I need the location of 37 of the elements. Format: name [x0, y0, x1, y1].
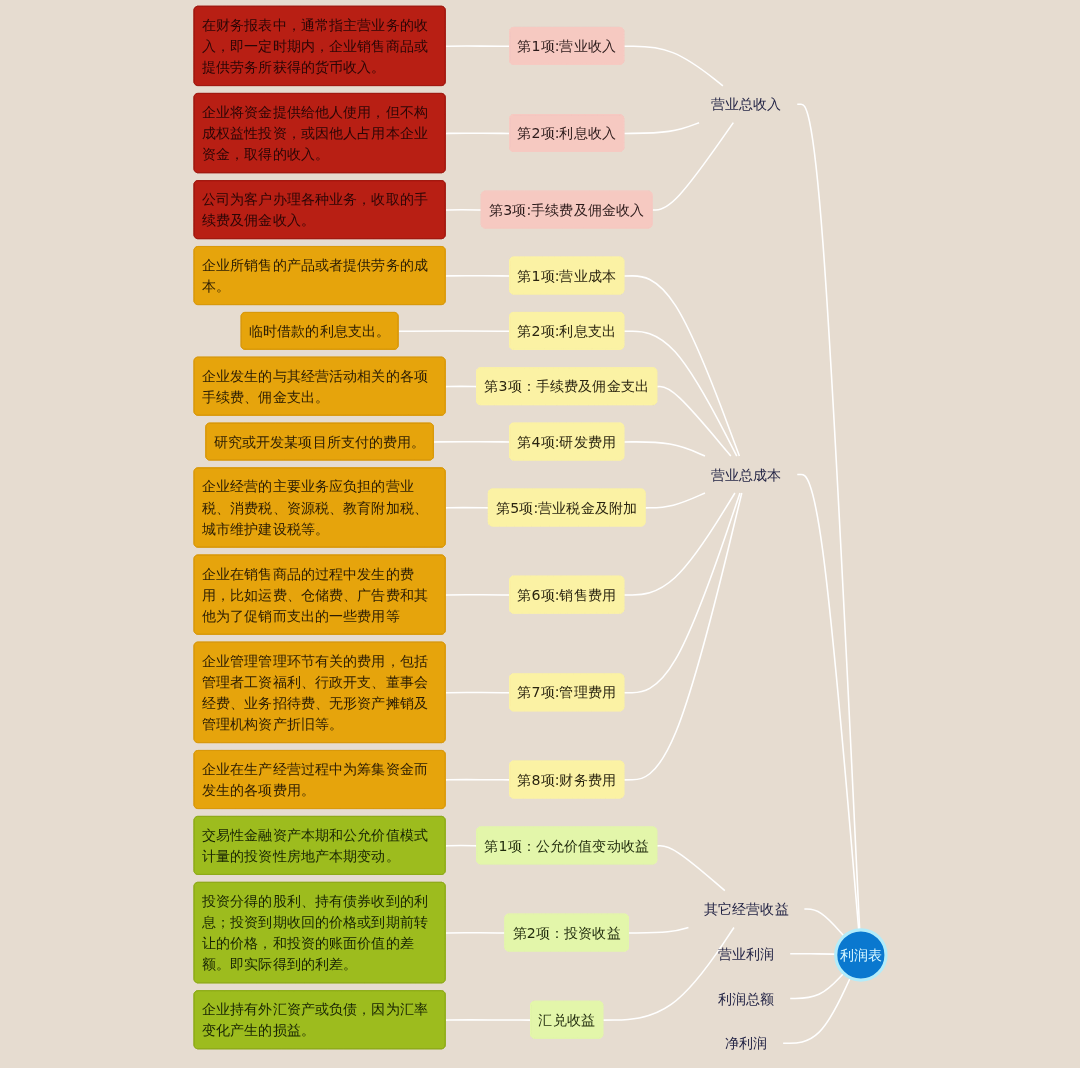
- connector: [623, 441, 706, 457]
- node-text: 利润总额: [717, 990, 775, 1007]
- connector: [623, 492, 736, 596]
- connector: [782, 976, 852, 1045]
- connector: [444, 274, 511, 277]
- node-text: 营业利润: [717, 945, 775, 963]
- connector: [656, 844, 726, 892]
- connector: [444, 844, 478, 847]
- connector: [651, 121, 735, 211]
- connector: [444, 594, 511, 596]
- node-text: 其它经营收益: [703, 900, 789, 918]
- node-text: 净利润: [725, 1035, 768, 1052]
- connector: [623, 45, 724, 87]
- connector: [623, 330, 738, 457]
- connector: [444, 208, 483, 211]
- connector: [623, 492, 743, 781]
- connector: [444, 45, 511, 48]
- connector: [433, 440, 511, 443]
- connector: [623, 275, 741, 457]
- connector: [444, 778, 511, 781]
- connector: [803, 908, 845, 937]
- connector: [444, 691, 511, 694]
- connector: [397, 330, 511, 333]
- connector: [444, 506, 490, 509]
- node-text: 营业总收入: [710, 95, 782, 113]
- connector: [444, 1019, 532, 1021]
- connector: [656, 385, 732, 457]
- connector: [789, 972, 845, 1000]
- connector: [628, 926, 690, 934]
- connector: [602, 926, 735, 1021]
- node-circle: 利润表: [834, 928, 888, 982]
- connector: [444, 385, 478, 388]
- connector: [444, 132, 511, 135]
- connector: [644, 492, 706, 509]
- node-text: 营业总成本: [710, 466, 782, 483]
- connector: [623, 121, 700, 135]
- connector: [623, 492, 741, 694]
